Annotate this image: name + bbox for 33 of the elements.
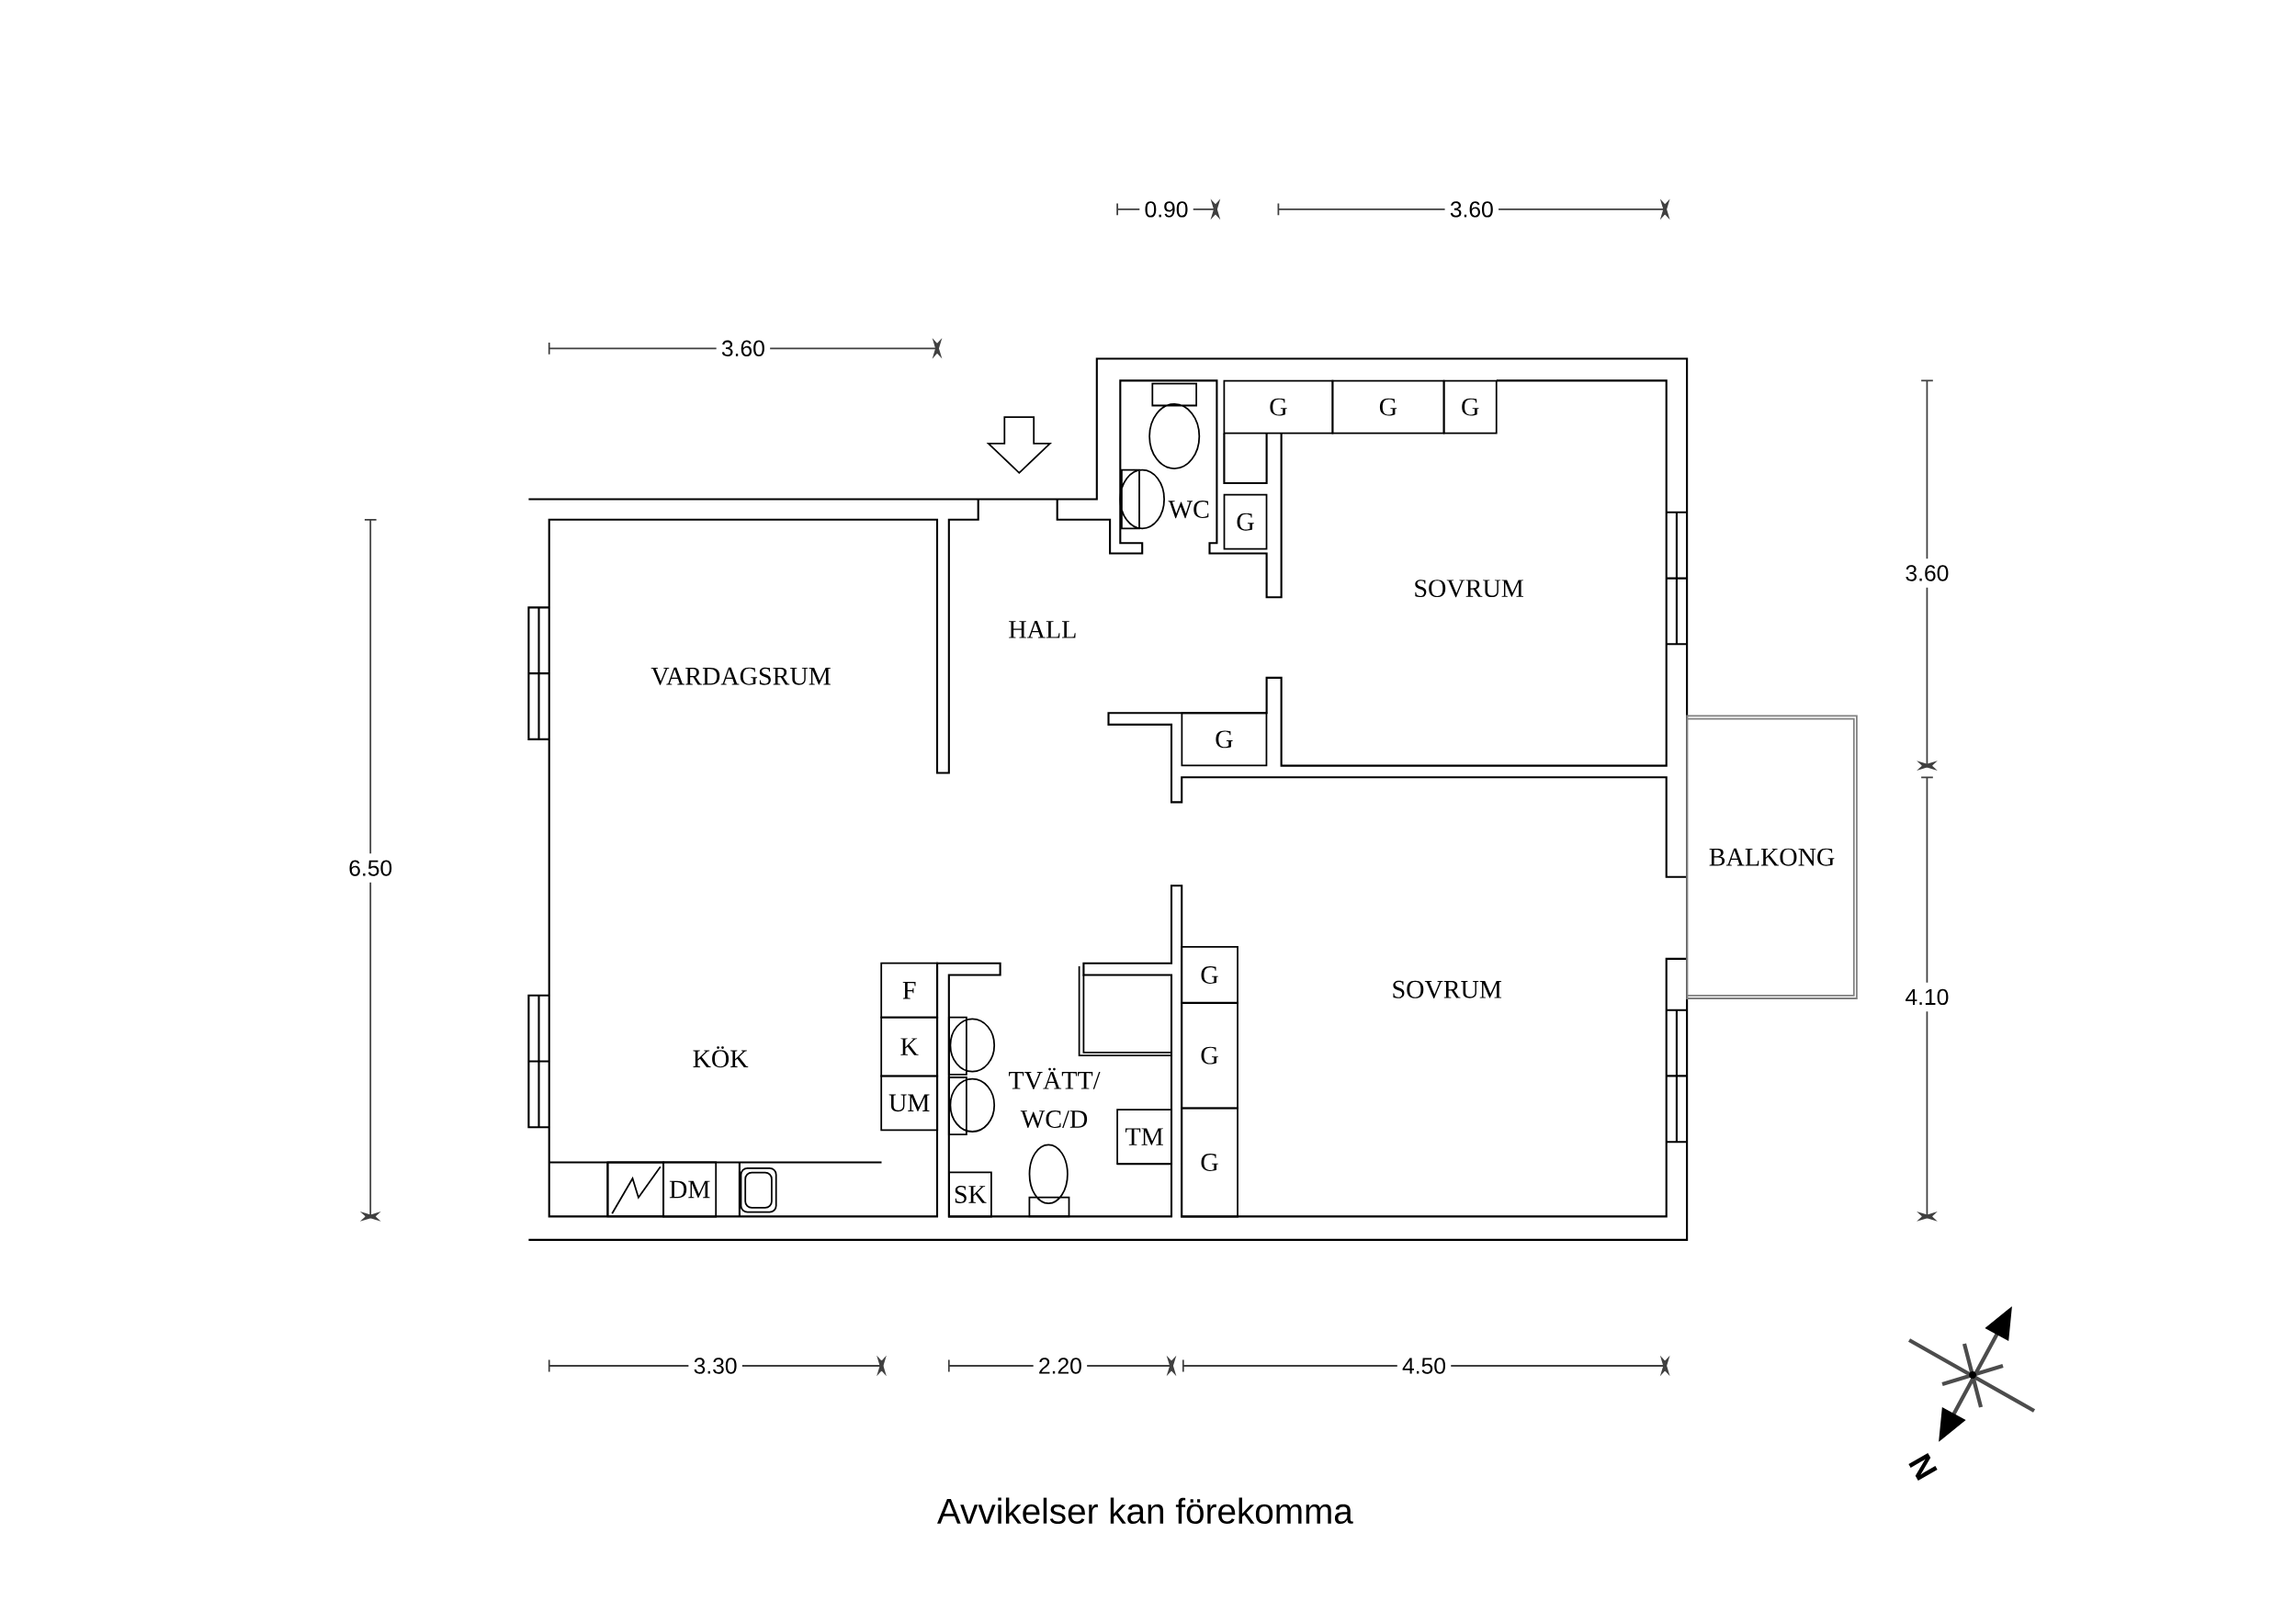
cabinet-box: F	[880, 962, 939, 1019]
room-label: SOVRUM	[1415, 580, 1523, 598]
room-label: HALL	[1009, 621, 1076, 638]
balcony-area: BALKONG	[1686, 715, 1858, 999]
dimension-label: 4.50	[1397, 1353, 1452, 1379]
cabinet-box: G	[1181, 1001, 1238, 1110]
cabinet-box: G	[1223, 379, 1334, 434]
room-label: TVÄTT/ WC/D	[1009, 1067, 1101, 1129]
dimension-label: 3.30	[688, 1353, 742, 1379]
room-label: SOVRUM	[1393, 980, 1502, 998]
room-label: VARDAGSRUM	[650, 667, 831, 685]
cabinet-box: G	[1181, 946, 1238, 1004]
caption: Avvikelser kan förekomma	[937, 1497, 1353, 1524]
dimension-label: 6.50	[342, 853, 400, 883]
dimension-label: 3.60	[1898, 558, 1956, 588]
cabinet-box: G	[1442, 379, 1498, 434]
dimension-label: 2.20	[1033, 1353, 1088, 1379]
cabinet-box: G	[1223, 493, 1268, 550]
room-label: KÖK	[693, 1046, 749, 1068]
cabinet-box: G	[1331, 379, 1445, 434]
cabinet-box: DM	[662, 1161, 718, 1218]
room-label: WC	[1168, 501, 1209, 519]
dimension-label: 3.60	[716, 335, 771, 362]
cabinet-box: TM	[1116, 1109, 1172, 1165]
cabinet-box: SK	[948, 1171, 992, 1218]
cabinet-box: G	[1181, 1107, 1238, 1218]
dimension-label: 4.10	[1898, 982, 1956, 1012]
dimension-label: 0.90	[1139, 196, 1193, 222]
north-label: N	[1908, 1453, 1938, 1481]
cabinet-box: K	[880, 1016, 939, 1077]
cabinet-box: G	[1181, 712, 1268, 767]
dimension-label: 3.60	[1444, 196, 1499, 222]
cabinet-box: UM	[880, 1075, 939, 1132]
